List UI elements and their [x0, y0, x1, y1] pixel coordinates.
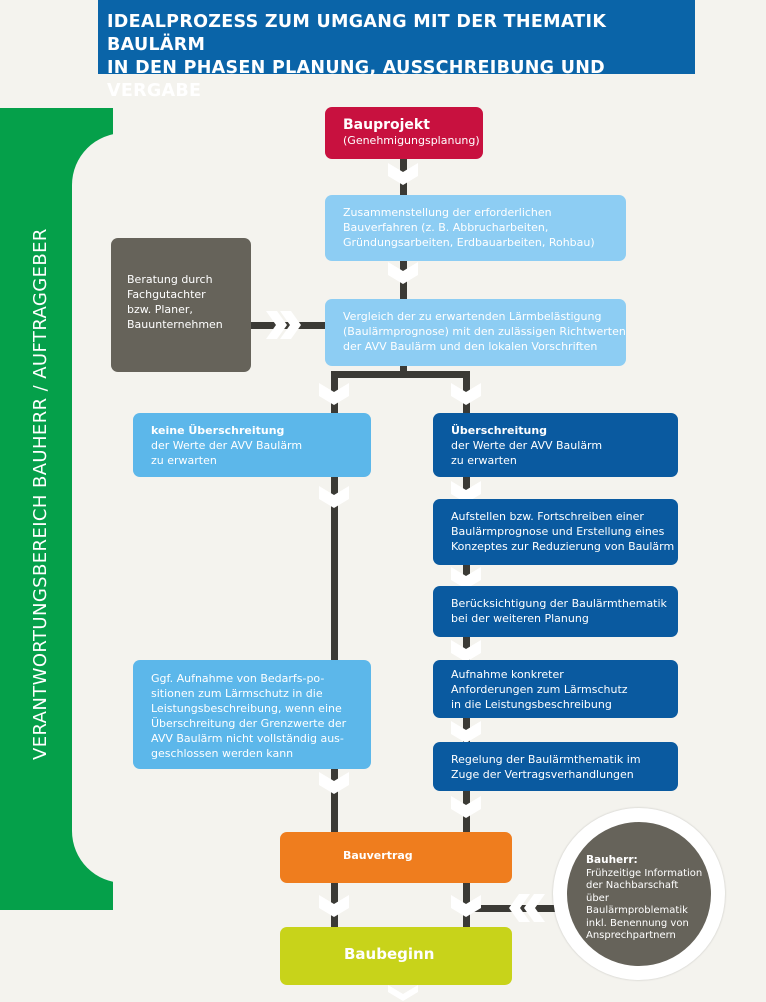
- node-text-line: sitionen zum Lärmschutz in die: [151, 687, 323, 700]
- chevron-down-icon: [319, 895, 349, 917]
- node-text-line: geschlossen werden kann: [151, 747, 294, 760]
- node-text-line: Aufstellen bzw. Fortschreiben einer: [451, 510, 644, 523]
- node-heading: Überschreitung: [451, 424, 548, 437]
- node-text-line: Baulärmprognose und Erstellung eines: [451, 525, 665, 538]
- chevron-down-icon: [451, 481, 481, 503]
- node-text-line: AVV Baulärm nicht vollständig aus-: [151, 732, 344, 745]
- node-text-line: inkl. Benennung von: [586, 917, 689, 929]
- node-text-line: Baulärmproblematik: [586, 905, 688, 916]
- node-bauvertrag: Bauvertrag: [280, 832, 512, 883]
- chevron-down-icon: [451, 721, 481, 743]
- node-text-line: Konzeptes zur Reduzierung von Baulärm: [451, 540, 675, 553]
- node-text-line: Vergleich der zu erwartenden Lärmbelästi…: [343, 310, 602, 323]
- node-text-line: Gründungsarbeiten, Erdbauarbeiten, Rohba…: [343, 236, 595, 249]
- node-text-line: der Nachbarschaft über: [586, 880, 679, 904]
- connector-beratung: [250, 322, 326, 329]
- node-text-line: bzw. Planer,: [127, 303, 193, 316]
- chevron-down-icon: [319, 383, 349, 405]
- node-text-line: Aufnahme konkreter: [451, 668, 564, 681]
- chevron-down-icon: [451, 567, 481, 589]
- node-text-line: zu erwarten: [451, 454, 517, 467]
- title-line-1: IDEALPROZESS ZUM UMGANG MIT DER THEMATIK…: [107, 12, 607, 55]
- chevron-left-icon: [524, 894, 545, 922]
- node-text-line: Anforderungen zum Lärmschutz: [451, 683, 628, 696]
- node-text-line: bei der weiteren Planung: [451, 612, 589, 625]
- node-text-line: der Werte der AVV Baulärm: [451, 439, 603, 452]
- node-beratung: Beratung durch Fachgutachter bzw. Planer…: [111, 238, 251, 372]
- node-text-line: Regelung der Baulärmthematik im: [451, 753, 641, 766]
- node-text-line: Zusammenstellung der erforderlichen: [343, 206, 552, 219]
- chevron-down-icon: [388, 985, 418, 1001]
- title-line-2: IN DEN PHASEN PLANUNG, AUSSCHREIBUNG UND…: [107, 58, 606, 101]
- chevron-right-icon: [266, 311, 287, 339]
- chevron-down-icon: [451, 796, 481, 818]
- node-bauherr: Bauherr: Frühzeitige Information der Nac…: [567, 822, 711, 966]
- chevron-down-icon: [388, 163, 418, 185]
- node-text-line: Leistungsbeschreibung, wenn eine: [151, 702, 342, 715]
- node-text-line: Berücksichtigung der Baulärmthematik: [451, 597, 667, 610]
- node-title: Baubeginn: [344, 945, 435, 963]
- node-ueberschreitung: Überschreitung der Werte der AVV Baulärm…: [433, 413, 678, 477]
- node-text-line: Ggf. Aufnahme von Bedarfs-po-: [151, 672, 325, 685]
- node-aufstellen: Aufstellen bzw. Fortschreiben einer Baul…: [433, 499, 678, 565]
- node-keine-ueberschreitung: keine Überschreitung der Werte der AVV B…: [133, 413, 371, 477]
- node-subtitle: (Genehmigungsplanung): [343, 134, 480, 147]
- node-vergleich: Vergleich der zu erwartenden Lärmbelästi…: [325, 299, 626, 366]
- node-text-line: (Baulärmprognose) mit den zulässigen Ric…: [343, 325, 626, 338]
- chevron-left-icon: [509, 894, 530, 922]
- node-text-line: Frühzeitige Information: [586, 867, 703, 879]
- node-text-line: Überschreitung der Grenzwerte der: [151, 717, 347, 730]
- chevron-down-icon: [388, 262, 418, 284]
- node-text-line: Fachgutachter: [127, 288, 206, 301]
- node-text-line: der Werte der AVV Baulärm: [151, 439, 303, 452]
- node-zusammenstellung: Zusammenstellung der erforderlichen Bauv…: [325, 195, 626, 261]
- page-title: IDEALPROZESS ZUM UMGANG MIT DER THEMATIK…: [98, 0, 695, 101]
- node-text-line: in die Leistungsbeschreibung: [451, 698, 612, 711]
- chevron-down-icon: [451, 640, 481, 662]
- node-baubeginn: Baubeginn: [280, 927, 512, 985]
- node-heading: Bauherr:: [586, 854, 638, 866]
- chevron-down-icon: [451, 383, 481, 405]
- chevron-right-icon: [280, 311, 301, 339]
- node-regelung: Regelung der Baulärmthematik im Zuge der…: [433, 742, 678, 791]
- node-text-line: Bauunternehmen: [127, 318, 223, 331]
- node-aufnahme: Aufnahme konkreter Anforderungen zum Lär…: [433, 660, 678, 718]
- node-text-line: Zuge der Vertragsverhandlungen: [451, 768, 634, 781]
- node-title: Bauvertrag: [343, 849, 413, 862]
- chevron-down-icon: [319, 772, 349, 794]
- node-text-line: Ansprechpartnern: [586, 930, 676, 941]
- chevron-down-icon: [451, 895, 481, 917]
- connector-split: [331, 371, 470, 378]
- node-bedarfspositionen: Ggf. Aufnahme von Bedarfs-po- sitionen z…: [133, 660, 371, 769]
- node-beruecksichtigung: Berücksichtigung der Baulärmthematik bei…: [433, 586, 678, 637]
- node-title: Bauprojekt: [343, 117, 430, 133]
- node-text-line: der AVV Baulärm und den lokalen Vorschri…: [343, 340, 598, 353]
- chevron-arrows: [266, 163, 545, 1001]
- node-text-line: Beratung durch: [127, 273, 213, 286]
- connector-main: [400, 158, 407, 373]
- node-text-line: Bauverfahren (z. B. Abbrucharbeiten,: [343, 221, 549, 234]
- node-text-line: zu erwarten: [151, 454, 217, 467]
- connector-left-branch: [331, 371, 338, 832]
- node-bauprojekt: Bauprojekt (Genehmigungsplanung): [325, 107, 483, 159]
- chevron-down-icon: [319, 486, 349, 508]
- node-heading: keine Überschreitung: [151, 424, 285, 437]
